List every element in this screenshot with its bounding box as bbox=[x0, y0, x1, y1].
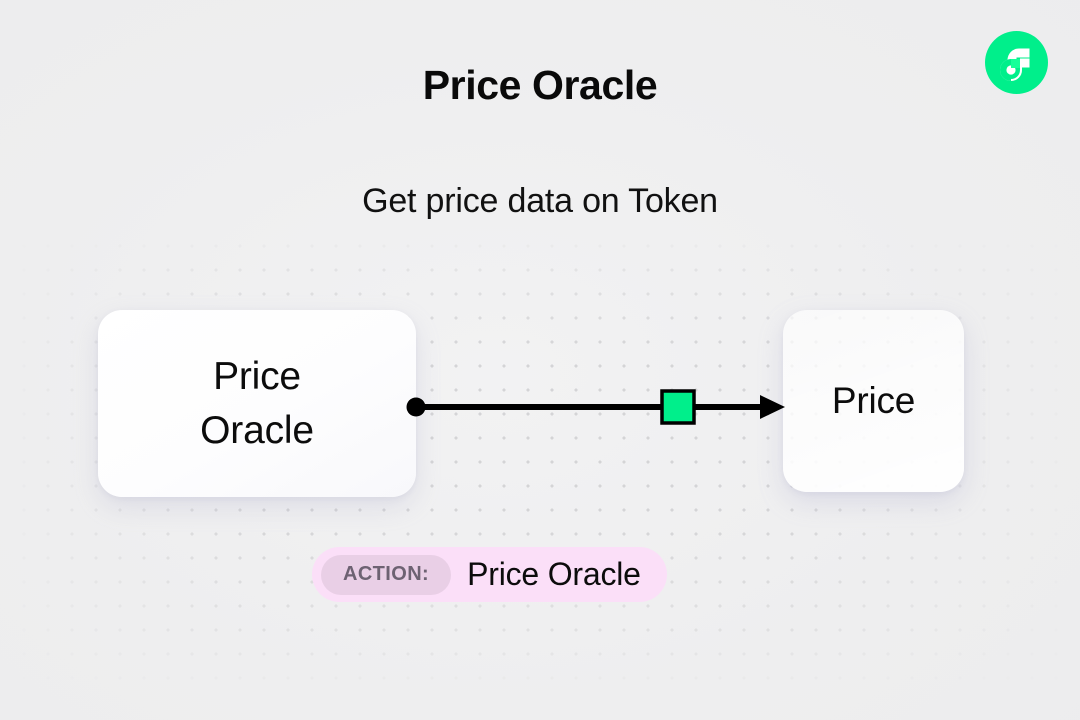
connector-marker-square bbox=[660, 389, 696, 425]
connector-edge bbox=[400, 378, 800, 438]
action-value: Price Oracle bbox=[467, 556, 641, 592]
page-title: Price Oracle bbox=[422, 62, 658, 108]
flow-logo-icon bbox=[985, 31, 1048, 94]
node-target-label: Price bbox=[831, 380, 916, 421]
node-source-label-line2: Oracle bbox=[200, 408, 314, 452]
node-source-label: Price Oracle bbox=[200, 350, 314, 457]
action-chip-label: ACTION: bbox=[321, 554, 452, 595]
node-price[interactable]: Price bbox=[783, 310, 964, 492]
node-price-oracle[interactable]: Price Oracle bbox=[98, 310, 416, 497]
page-subtitle: Get price data on Token bbox=[362, 182, 718, 220]
action-badge: ACTION: Price Oracle bbox=[312, 547, 667, 602]
node-source-label-line1: Price bbox=[213, 355, 301, 399]
